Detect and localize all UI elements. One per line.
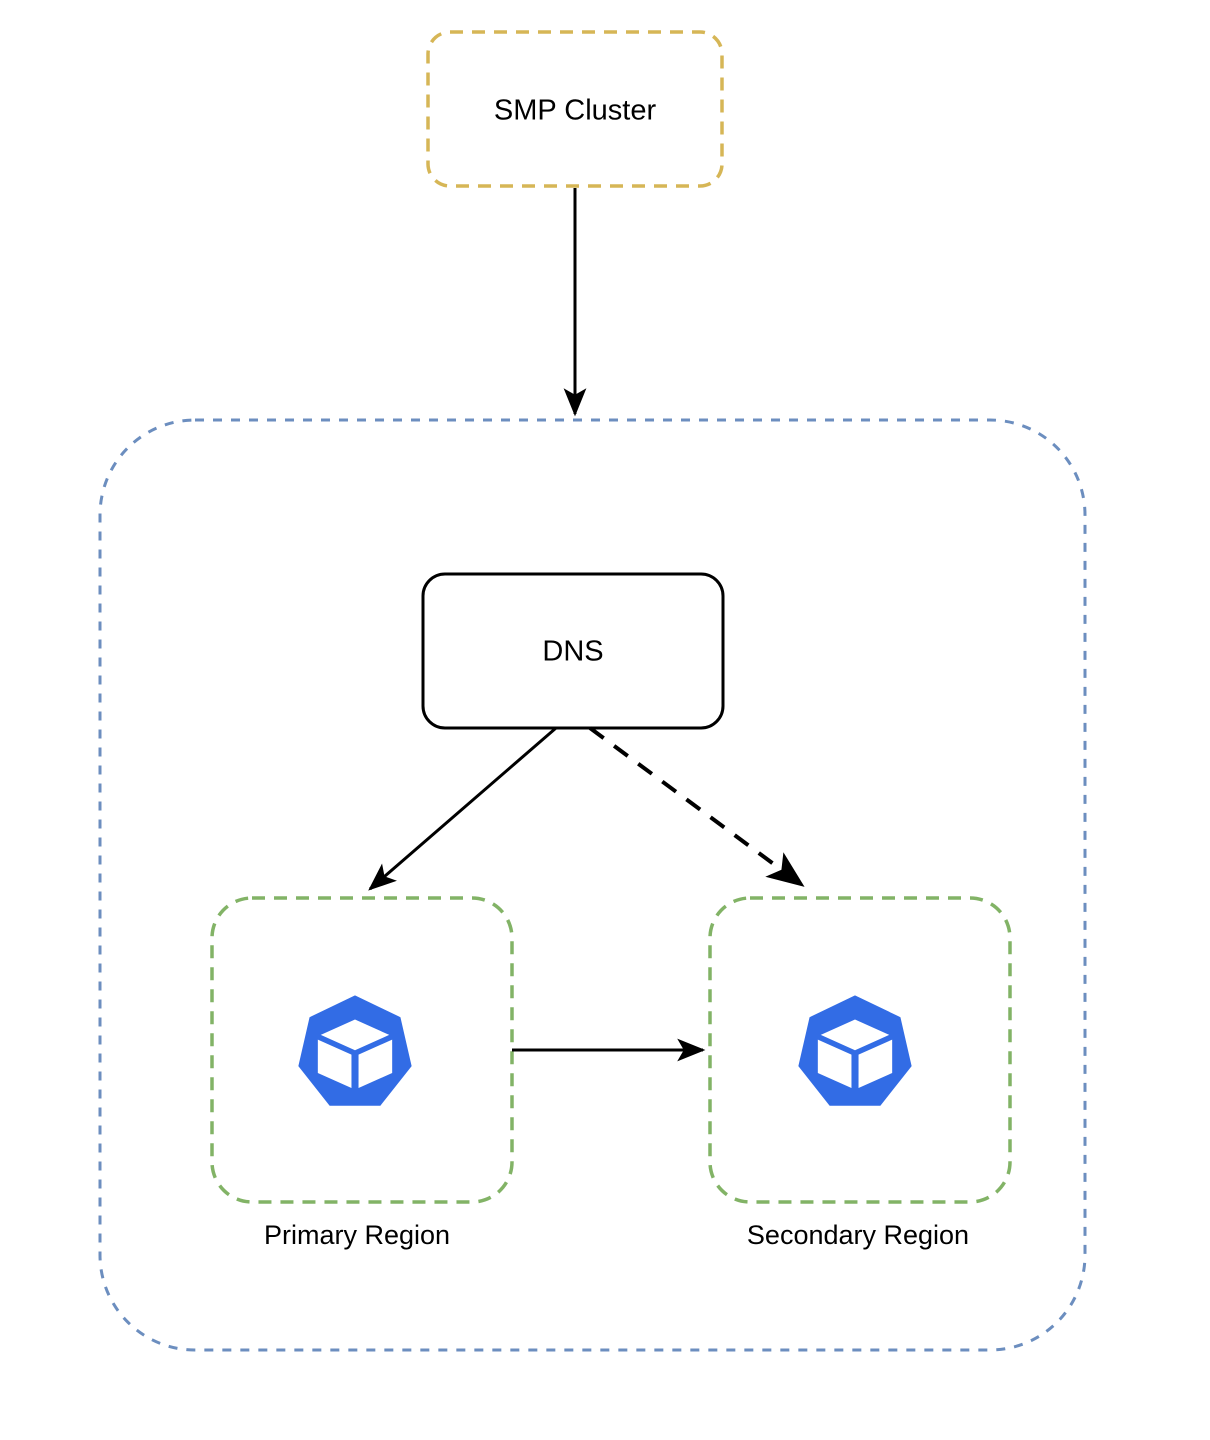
smp-cluster-label: SMP Cluster <box>494 95 657 127</box>
secondary-region-label: Secondary Region <box>747 1220 969 1250</box>
edge-dns-to-primary <box>368 726 557 891</box>
primary-region-label: Primary Region <box>264 1220 450 1250</box>
smp-cluster-box[interactable] <box>426 30 724 188</box>
edge-dns-to-secondary <box>588 726 805 887</box>
platform-container <box>98 418 1087 1352</box>
dns-label: DNS <box>542 636 603 668</box>
dns-box[interactable] <box>421 572 725 730</box>
